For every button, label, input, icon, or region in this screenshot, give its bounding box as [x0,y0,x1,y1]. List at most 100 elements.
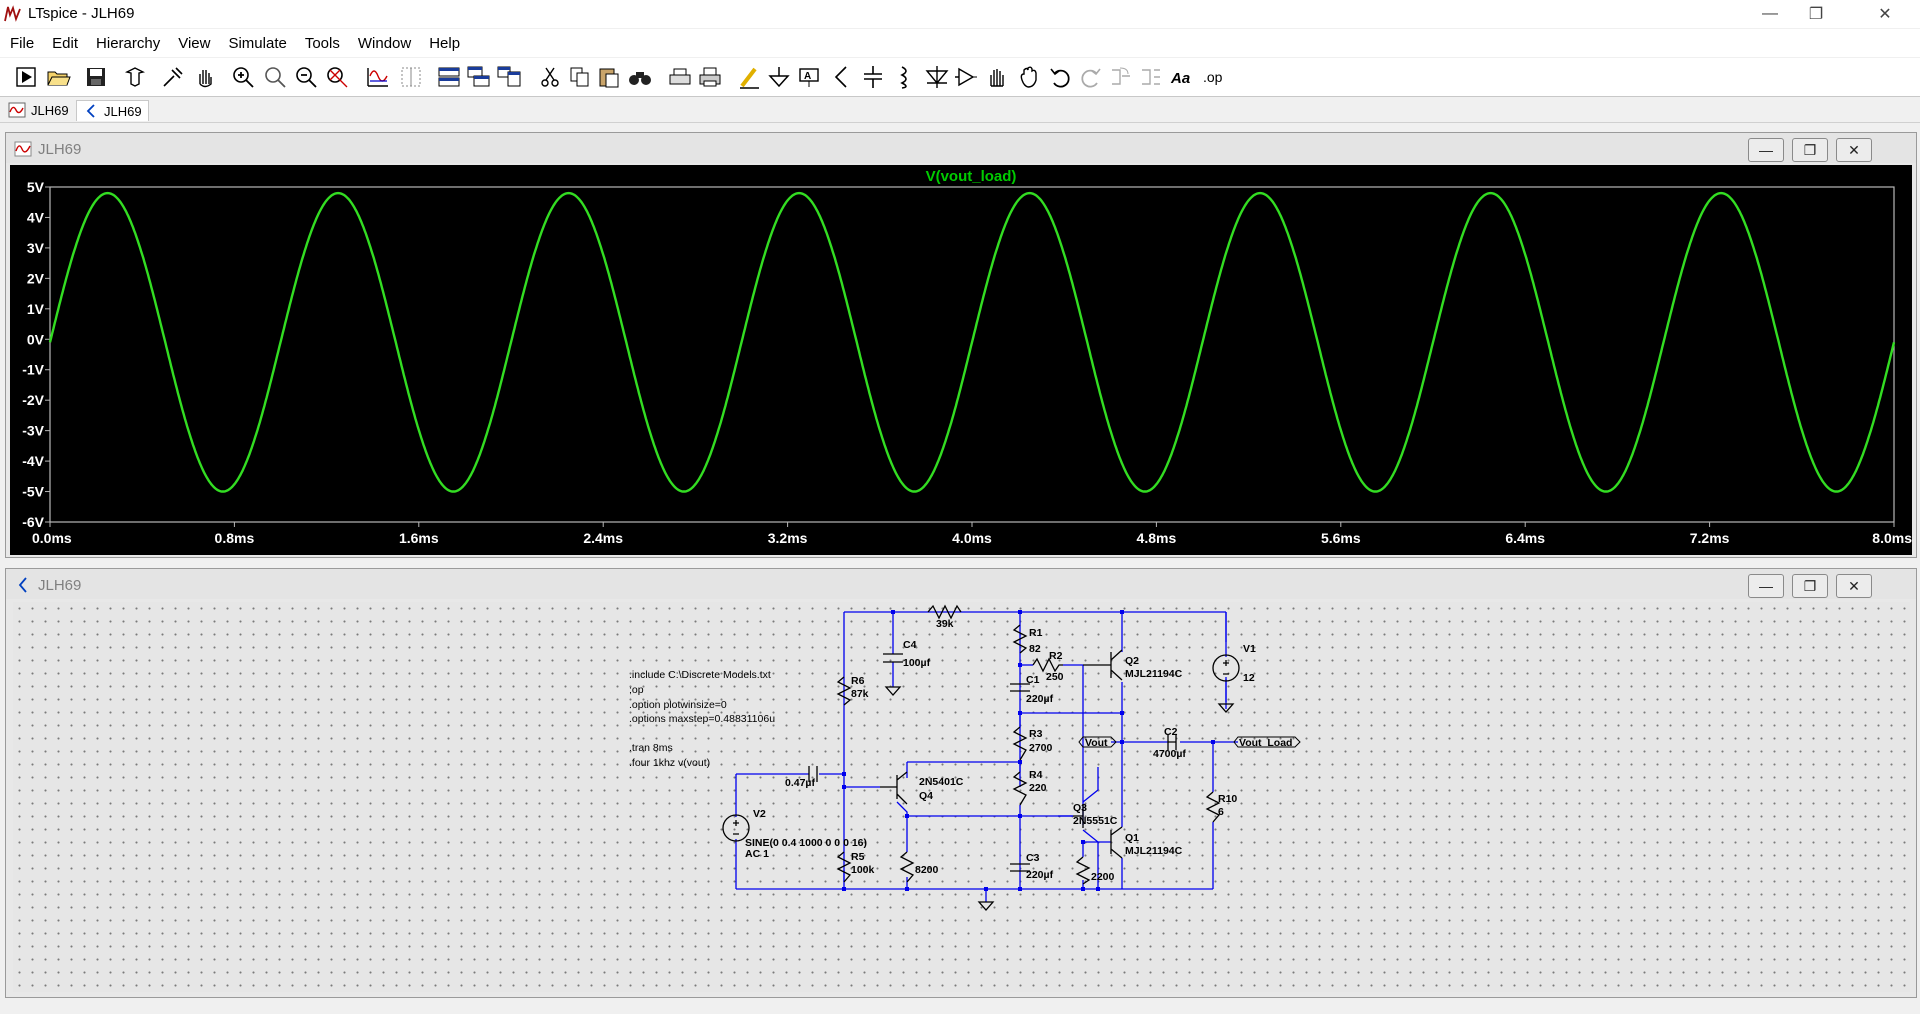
menu-file[interactable]: File [10,34,35,52]
wire-button[interactable] [737,64,763,90]
net-label-vout[interactable]: Vout [1078,736,1117,749]
schematic-window-title: JLH69 [38,577,82,594]
cut-button[interactable] [537,64,563,90]
tab-waveform[interactable]: JLH69 [8,100,69,120]
svg-text:39k: 39k [936,618,954,630]
print-button[interactable] [697,64,723,90]
copy-button[interactable] [567,64,593,90]
y-tick-label: -1V [22,362,44,378]
tab-schematic-label: JLH69 [104,103,142,119]
tile-horizontal-button[interactable] [436,64,462,90]
svg-text:R5: R5 [851,851,865,863]
copy-icon [570,67,589,87]
y-tick-label: 0V [27,331,45,347]
menu-edit[interactable]: Edit [52,34,79,52]
undo-button[interactable] [1047,64,1073,90]
y-tick-label: -5V [22,484,44,500]
inductor-button[interactable] [892,64,918,90]
find-button[interactable] [627,64,653,90]
y-tick-label: -6V [22,514,44,530]
redo-button[interactable] [1078,64,1104,90]
waveform-minimize-button[interactable]: — [1748,138,1784,162]
svg-text:2N5401C: 2N5401C [919,776,964,788]
cascade-button[interactable] [466,64,492,90]
minimize-icon: — [1759,578,1773,594]
capacitor-icon [864,66,882,88]
pan-button[interactable] [192,64,218,90]
close-button[interactable]: ✕ [1862,0,1908,28]
schematic-window-titlebar: JLH69 — ❐ ✕ [6,569,1916,599]
svg-text:MJL21194C: MJL21194C [1125,845,1183,857]
resistor-button[interactable] [828,64,854,90]
mark-button[interactable] [398,64,424,90]
component-symbols[interactable] [722,604,1240,911]
waveform-restore-button[interactable]: ❐ [1792,138,1828,162]
y-tick-label: -2V [22,392,44,408]
run-button[interactable] [13,64,39,90]
mirror-button[interactable] [1138,64,1164,90]
spice-directive-button[interactable]: .op [1202,64,1228,90]
minimize-icon: — [1759,142,1773,158]
ground-icon [768,67,790,88]
schematic-close-button[interactable]: ✕ [1836,574,1872,598]
waveform-close-button[interactable]: ✕ [1836,138,1872,162]
svg-text:2N5551C: 2N5551C [1073,815,1118,827]
zoom-area-button[interactable] [262,64,288,90]
menu-bar: File Edit Hierarchy View Simulate Tools … [0,29,1920,57]
svg-text:A: A [804,71,811,82]
open-button[interactable] [45,64,71,90]
autorange-button[interactable] [365,64,391,90]
svg-text:100k: 100k [851,864,875,876]
trace-name-label[interactable]: V(vout_load) [926,168,1017,185]
zoom-out-button[interactable] [293,64,319,90]
menu-tools[interactable]: Tools [304,34,340,52]
svg-text:SINE(0 0.4 1000 0 0 0 16): SINE(0 0.4 1000 0 0 0 16) [745,837,867,849]
trace-line[interactable] [48,191,1896,493]
move-button[interactable] [984,64,1010,90]
print-setup-button[interactable] [667,64,693,90]
zoom-fit-button[interactable] [324,64,350,90]
halt-icon [163,67,183,87]
menu-simulate[interactable]: Simulate [228,34,287,52]
schematic-window: JLH69 — ❐ ✕ [5,568,1917,998]
svg-text:220: 220 [1029,782,1047,794]
text-button[interactable]: Aa [1170,64,1196,90]
minimize-button[interactable]: — [1747,0,1793,28]
schematic-minimize-button[interactable]: — [1748,574,1784,598]
control-panel-button[interactable] [122,64,148,90]
restore-button[interactable]: ❐ [1793,0,1839,28]
label-button[interactable]: A [796,64,822,90]
mirror-icon [1142,69,1160,85]
diode-button[interactable] [924,64,950,90]
save-button[interactable] [83,64,109,90]
tab-schematic[interactable]: JLH69 [76,100,149,121]
v2-polarity [733,820,739,835]
spice-directives[interactable]: .include C:\Discrete Models.txt ;op .opt… [629,669,775,769]
menu-view[interactable]: View [178,34,211,52]
resistor-r8200 [899,851,915,883]
rotate-button[interactable] [1108,64,1134,90]
schematic-restore-button[interactable]: ❐ [1792,574,1828,598]
diode-icon [925,66,949,88]
schematic-window-icon [18,577,27,593]
tile-vertical-button[interactable] [496,64,522,90]
status-bar [0,1000,1920,1014]
halt-button[interactable] [160,64,186,90]
menu-hierarchy[interactable]: Hierarchy [96,34,161,52]
capacitor-button[interactable] [860,64,886,90]
svg-text:82: 82 [1029,643,1041,655]
component-button[interactable] [953,64,979,90]
wires[interactable] [735,611,1238,902]
drag-button[interactable] [1016,64,1042,90]
svg-text:C3: C3 [1026,852,1040,864]
schematic-canvas[interactable]: Vout Vout_Load .include C:\Discrete Mode… [13,602,1910,992]
menu-help[interactable]: Help [429,34,461,52]
directive-four: .four 1khz v(vout) [629,757,710,769]
zoom-in-button[interactable] [230,64,256,90]
menu-window[interactable]: Window [357,34,412,52]
ground-button[interactable] [766,64,792,90]
paste-button[interactable] [596,64,622,90]
net-label-vout-load[interactable]: Vout_Load [1233,736,1301,749]
voltage-source-v1 [1212,654,1240,682]
